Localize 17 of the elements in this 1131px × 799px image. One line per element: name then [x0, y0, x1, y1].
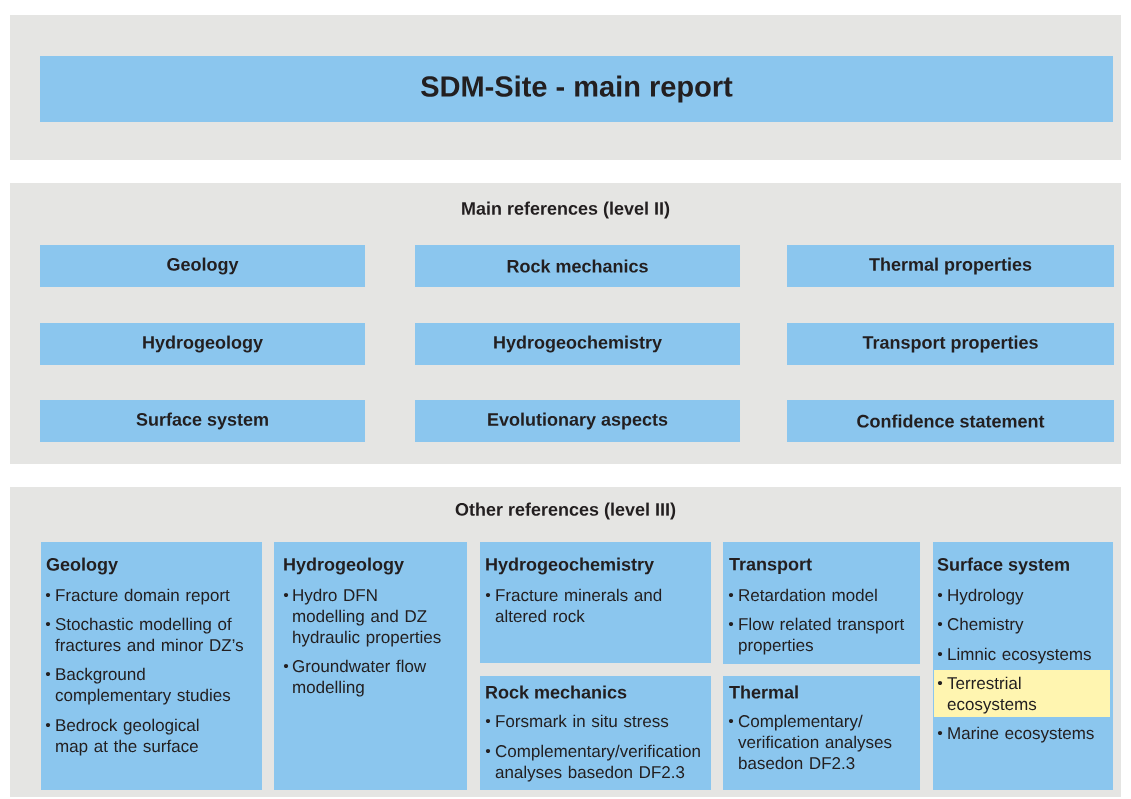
reference-box: Evolutionary aspects	[415, 400, 740, 442]
reference-list-box: Rock mechanics Forsmark in situ stress Complementary/verification analyses basedon DF2.3	[480, 676, 711, 790]
reference-box: Hydrogeology	[40, 323, 365, 365]
reference-list-box: Geology Fracture domain report Stochastic modelling of fractures and minor DZ’s Background complementary studies Bedrock geological map at the surface	[41, 542, 262, 790]
reference-box: Confidence statement	[787, 400, 1114, 442]
reference-box: Geology	[40, 245, 365, 287]
reference-box: Thermal properties	[787, 245, 1114, 287]
reference-box: Rock mechanics	[415, 245, 740, 287]
reference-list-box: Hydrogeology Hydro DFN modelling and DZ hydraulic properties Groundwater flow modelling	[274, 542, 467, 790]
reference-list-box: Thermal Complementary/ verification analyses basedon DF2.3	[723, 676, 920, 790]
reference-box: Surface system	[40, 400, 365, 442]
reference-box: Hydrogeochemistry	[415, 323, 740, 365]
reference-box: Transport properties	[787, 323, 1114, 365]
reference-list-box: Hydrogeochemistry Fracture minerals and altered rock	[480, 542, 711, 663]
highlighted-item: Terrestrial ecosystems	[934, 670, 1110, 717]
title-box: SDM-Site - main report	[40, 56, 1113, 122]
reference-list-box: Transport Retardation model Flow related transport properties	[723, 542, 920, 664]
